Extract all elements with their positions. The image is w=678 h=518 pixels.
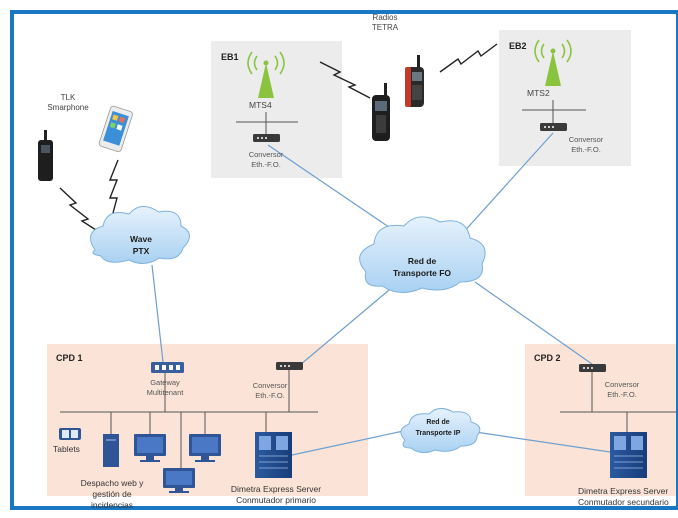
radio-icon — [38, 130, 53, 181]
site-eb1-box — [211, 41, 342, 178]
cpd1-title: CPD 1 — [56, 353, 83, 363]
wireless-signal-icon — [319, 61, 371, 99]
network-links — [151, 132, 611, 456]
cloud-ip-label-1: Red de — [426, 419, 449, 426]
dispatch-label-3: incidencias — [91, 500, 133, 510]
cpd1-server-label-2: Conmutador primario — [236, 495, 316, 505]
site-cpd2: CPD 2 Conversor Eth.-F.O. Dimetra Expres… — [534, 353, 676, 507]
radio-icon — [372, 83, 390, 141]
eb1-converter-label-1: Conversor — [249, 150, 284, 159]
cloud-fo-label-1: Red de — [408, 256, 437, 266]
pc-tower-icon — [103, 434, 119, 467]
monitor-icon — [189, 434, 221, 462]
server-icon — [610, 432, 647, 478]
monitor-icon — [134, 434, 166, 462]
cpd2-converter-label-2: Eth.-F.O. — [607, 390, 637, 399]
cpd2-title: CPD 2 — [534, 353, 561, 363]
dispatch-label-2: gestión de — [92, 489, 131, 499]
cpd1-converter-label-1: Conversor — [253, 381, 288, 390]
site-cpd1: CPD 1 Gateway Multitenant Conversor Eth.… — [53, 353, 321, 510]
wireless-signal-icon — [108, 159, 119, 214]
antenna-icon — [534, 39, 572, 63]
eb2-station-label: MTS2 — [527, 88, 550, 98]
dispatch-label-1: Despacho web y — [81, 478, 145, 488]
cpd2-converter-label-1: Conversor — [605, 380, 640, 389]
tlk-label-2: Smarphone — [47, 103, 89, 112]
cpd1-converter-label-2: Eth.-F.O. — [255, 391, 285, 400]
tetra-radios: Radios TETRA — [319, 13, 498, 141]
radios-label-1: Radios — [373, 13, 398, 22]
gateway-icon — [151, 362, 184, 373]
eb1-converter-label-2: Eth.-F.O. — [251, 160, 281, 169]
tablets-label: Tablets — [53, 444, 80, 454]
server-icon — [255, 432, 292, 478]
antenna-mast-icon — [545, 51, 561, 86]
monitor-icon — [163, 468, 195, 493]
cpd2-server-label-2: Conmutador secundario — [578, 497, 669, 507]
smartphone-icon — [98, 105, 133, 153]
antenna-icon — [247, 51, 285, 75]
tlk-devices: TLK Smarphone — [38, 93, 133, 231]
cloud-wave-label-1: Wave — [130, 234, 152, 244]
radio-icon — [405, 55, 424, 107]
wireless-signal-icon — [439, 43, 498, 73]
eb2-converter-label-2: Eth.-F.O. — [571, 145, 601, 154]
site-eb2: EB2 MTS2 Conversor Eth.-F.O. — [509, 39, 604, 154]
cloud-wave-ptx: Wave PTX — [90, 206, 190, 264]
tablet-icon — [59, 428, 81, 440]
cloud-fo-label-2: Transporte FO — [393, 268, 451, 278]
cpd2-server-label-1: Dimetra Express Server — [578, 486, 668, 496]
eb2-title: EB2 — [509, 41, 527, 51]
cloud-wave-label-2: PTX — [133, 246, 150, 256]
site-cpd1-box — [47, 344, 368, 496]
antenna-mast-icon — [258, 63, 274, 98]
cpd1-server-label-1: Dimetra Express Server — [231, 484, 321, 494]
site-eb1: EB1 MTS4 Conversor Eth.-F.O. — [221, 51, 298, 169]
wireless-signal-icon — [59, 187, 97, 231]
eb2-converter-label-1: Conversor — [569, 135, 604, 144]
tlk-label-1: TLK — [61, 93, 76, 102]
frame-border — [10, 10, 678, 510]
radios-label-2: TETRA — [372, 23, 399, 32]
eb1-title: EB1 — [221, 52, 239, 62]
cloud-ip-label-2: Transporte IP — [416, 430, 461, 437]
eb1-station-label: MTS4 — [249, 100, 272, 110]
cloud-transporte-ip: Red de Transporte IP — [400, 408, 481, 454]
cloud-transporte-fo: Red de Transporte FO — [359, 216, 486, 293]
